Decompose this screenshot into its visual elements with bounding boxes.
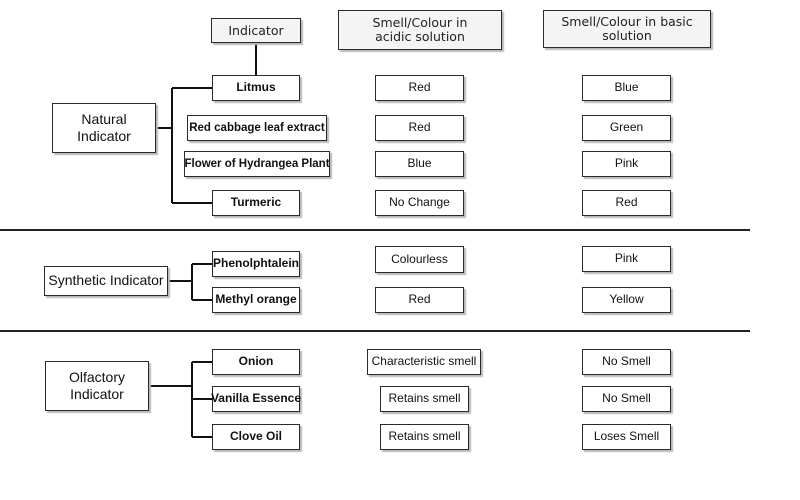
acidic-vanilla-essence: Retains smell <box>380 386 469 412</box>
basic-phenolphtalein: Pink <box>582 246 671 272</box>
category-olfactory-indicator: Olfactory Indicator <box>45 361 149 411</box>
indicator-turmeric: Turmeric <box>212 190 300 216</box>
header-indicator: Indicator <box>211 18 301 43</box>
basic-methyl-orange: Yellow <box>582 287 671 313</box>
indicator-onion: Onion <box>212 349 300 375</box>
basic-clove-oil: Loses Smell <box>582 424 671 450</box>
acidic-turmeric: No Change <box>375 190 464 216</box>
acidic-phenolphtalein: Colourless <box>375 246 464 273</box>
indicator-vanilla-essence: Vanilla Essence <box>211 386 301 412</box>
basic-red-cabbage: Green <box>582 115 671 141</box>
basic-turmeric: Red <box>582 190 671 216</box>
indicator-red-cabbage: Red cabbage leaf extract <box>187 115 327 141</box>
basic-litmus: Blue <box>582 75 671 101</box>
category-synthetic-indicator: Synthetic Indicator <box>44 266 168 296</box>
section-divider <box>0 330 750 332</box>
indicator-hydrangea: Flower of Hydrangea Plant <box>184 151 330 177</box>
acidic-onion: Characteristic smell <box>367 349 481 375</box>
header-acidic: Smell/Colour in acidic solution <box>338 10 502 50</box>
acidic-methyl-orange: Red <box>375 287 464 313</box>
indicator-phenolphtalein: Phenolphtalein <box>212 251 300 277</box>
indicator-litmus: Litmus <box>212 75 300 101</box>
section-divider <box>0 229 750 231</box>
category-natural-indicator: Natural Indicator <box>52 103 156 153</box>
acidic-red-cabbage: Red <box>375 115 464 141</box>
acidic-hydrangea: Blue <box>375 151 464 177</box>
header-basic: Smell/Colour in basic solution <box>543 10 711 48</box>
indicator-methyl-orange: Methyl orange <box>212 287 300 313</box>
basic-onion: No Smell <box>582 349 671 375</box>
acidic-litmus: Red <box>375 75 464 101</box>
basic-hydrangea: Pink <box>582 151 671 177</box>
basic-vanilla-essence: No Smell <box>582 386 671 412</box>
indicator-clove-oil: Clove Oil <box>212 424 300 450</box>
acidic-clove-oil: Retains smell <box>380 424 469 450</box>
